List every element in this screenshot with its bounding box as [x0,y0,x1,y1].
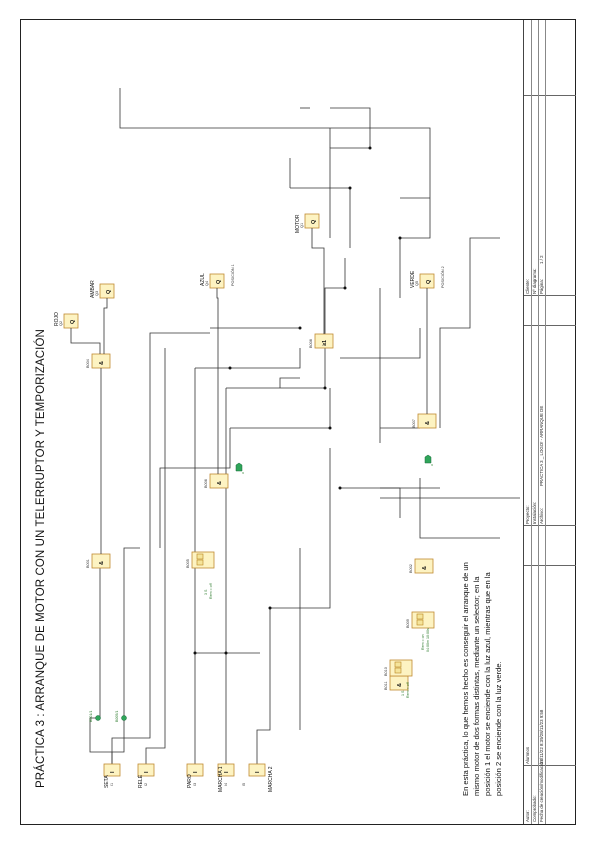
svg-text:&: & [217,481,223,485]
svg-text:SETA: SETA [104,775,110,788]
title-block: Autor: Alumnos Comprobado: Fecha de crea… [523,20,576,824]
svg-text:AZUL: AZUL [200,273,206,286]
svg-text:x: x [241,472,245,474]
svg-text:I4: I4 [224,783,228,786]
tb-row-line [538,20,539,824]
input-block-marcha2: I MARCHA 2 I5 [242,763,274,792]
svg-text:Q: Q [106,289,112,294]
svg-text:&: & [397,683,403,687]
svg-text:B002: B002 [409,564,413,573]
svg-text:I3: I3 [193,783,197,786]
junctions [193,146,402,655]
svg-text:I: I [110,771,116,773]
svg-text:1 S: 1 S [401,690,405,696]
svg-text:MOTOR: MOTOR [295,214,301,233]
block-b008: ≥1 B008 [309,333,334,349]
svg-text:I1: I1 [110,783,114,786]
svg-text:04:00m 10:00s: 04:00m 10:00s [426,628,430,652]
output-rojo: Q ROJO Q2 [54,312,79,329]
svg-text:&: & [99,361,105,365]
svg-text:POSICIÓN 2: POSICIÓN 2 [440,266,445,288]
svg-text:B008: B008 [309,339,313,348]
svg-text:I2: I2 [144,783,148,786]
description-text: En esta práctica, lo que hemos hecho es … [461,562,503,796]
svg-text:B006: B006 [204,479,208,488]
svg-text:Rem = off: Rem = off [209,583,213,599]
svg-text:Q2: Q2 [59,321,63,326]
svg-text:I: I [193,771,199,773]
svg-text:B009: B009 [406,619,410,628]
input-block-rele: I RELÉ I2 [137,763,155,788]
svg-text:Rem = off: Rem = off [406,682,410,698]
wires [89,88,520,764]
tb-row-line [531,20,532,824]
svg-text:B005/1: B005/1 [115,711,119,722]
svg-text:MARCHA 1: MARCHA 1 [218,766,224,792]
svg-text:x: x [430,464,434,466]
output-wires [70,228,428,554]
svg-text:ROJO: ROJO [54,312,60,326]
svg-text:Q: Q [216,279,222,284]
input-block-seta: I SETA I1 [103,763,121,788]
svg-text:Q4: Q4 [205,281,209,286]
svg-text:Q: Q [426,279,432,284]
output-azul: Q AZUL Q4 POSICIÓN 1 [200,264,235,289]
input-block-marcha1: I MARCHA 1 I4 [217,763,235,792]
output-ambar: Q AMBAR Q3 [90,280,115,299]
svg-text:B010: B010 [384,667,388,676]
svg-text:&: & [99,561,105,565]
svg-text:&: & [422,566,428,570]
svg-text:B001: B001 [86,559,90,568]
svg-text:Rem = on: Rem = on [421,634,425,650]
svg-text:Q: Q [70,319,76,324]
svg-text:B005: B005 [186,559,190,568]
svg-text:VERDE: VERDE [410,270,416,288]
svg-text:B004: B004 [86,359,90,368]
svg-text:Q1: Q1 [300,223,304,228]
svg-text:MARCHA 2: MARCHA 2 [268,766,274,792]
svg-text:3 S: 3 S [204,589,208,595]
svg-text:B007: B007 [412,419,416,428]
block-b007: & B007 [412,413,437,429]
svg-text:Q3: Q3 [95,291,99,296]
svg-text:Q: Q [311,219,317,224]
svg-text:I: I [144,771,150,773]
block-b011: & B011 [384,675,409,691]
svg-text:POSICIÓN 1: POSICIÓN 1 [230,264,235,286]
svg-text:B011: B011 [384,681,388,690]
block-b002: & B002 [409,558,434,574]
svg-text:RELÉ: RELÉ [137,774,144,788]
timer-b010: B010 1 S Rem = off [384,659,413,698]
negation-markers: B001/1 B005/1 [89,711,127,722]
svg-text:I: I [224,771,230,773]
block-b004: & B004 [86,353,111,369]
block-b006: & B006 [204,473,229,489]
svg-text:Q5: Q5 [415,281,419,286]
block-b001: & B001 [86,553,111,569]
svg-text:≥1: ≥1 [322,340,328,346]
constant-markers: x x [235,454,434,474]
svg-text:&: & [425,421,431,425]
svg-text:I: I [255,771,261,773]
svg-text:I5: I5 [242,783,246,786]
svg-text:PARO: PARO [187,774,193,788]
tb-row-line [545,20,546,824]
svg-text:B001/1: B001/1 [89,711,93,722]
output-verde: Q VERDE Q5 POSICIÓN 2 [410,266,445,289]
svg-text:AMBAR: AMBAR [90,280,96,298]
timer-b005: B005 3 S Rem = off [186,551,215,599]
timer-b009: B009 Rem = on 04:00m 10:00s [406,611,435,652]
output-motor: Q MOTOR Q1 [295,213,320,233]
input-block-paro: I PARO I3 [186,763,204,788]
